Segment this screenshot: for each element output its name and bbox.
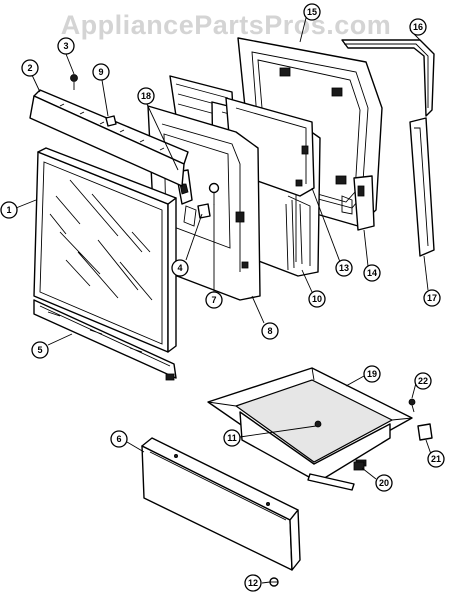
svg-text:13: 13 bbox=[339, 263, 349, 273]
screw-part-12 bbox=[269, 577, 279, 587]
watermark-text: AppliancePartsPros.com bbox=[61, 10, 392, 40]
screw-part-11 bbox=[314, 420, 322, 428]
side-gasket-part-17 bbox=[409, 117, 435, 257]
svg-text:12: 12 bbox=[248, 578, 258, 588]
svg-text:20: 20 bbox=[379, 478, 389, 488]
callout-16: 16 bbox=[409, 18, 427, 36]
roller-part-20 bbox=[353, 461, 365, 471]
svg-text:4: 4 bbox=[177, 263, 182, 273]
svg-text:14: 14 bbox=[367, 268, 377, 278]
callout-9: 9 bbox=[92, 63, 110, 81]
outer-door-panel-part-1 bbox=[33, 147, 177, 353]
svg-text:9: 9 bbox=[98, 67, 103, 77]
drawer-pan-part-19 bbox=[207, 367, 413, 491]
svg-text:7: 7 bbox=[211, 295, 216, 305]
callout-7: 7 bbox=[205, 291, 223, 309]
callout-5: 5 bbox=[31, 341, 49, 359]
leader-lines bbox=[15, 17, 433, 584]
bottom-trim-part-5 bbox=[33, 299, 177, 381]
screw-part-3 bbox=[70, 74, 78, 90]
callout-18: 18 bbox=[137, 87, 155, 105]
callout-11: 11 bbox=[223, 429, 241, 447]
svg-text:11: 11 bbox=[227, 433, 237, 443]
callout-8: 8 bbox=[261, 322, 279, 340]
callout-21: 21 bbox=[427, 450, 445, 468]
callout-2: 2 bbox=[21, 59, 39, 77]
svg-text:8: 8 bbox=[267, 326, 272, 336]
screw-part-22 bbox=[408, 398, 416, 413]
clip-part-4 bbox=[197, 203, 211, 219]
callout-1: 1 bbox=[0, 201, 18, 219]
drawer-front-part-6 bbox=[141, 437, 301, 571]
callout-14: 14 bbox=[363, 264, 381, 282]
callout-20: 20 bbox=[375, 474, 393, 492]
svg-text:3: 3 bbox=[63, 41, 68, 51]
callout-3: 3 bbox=[57, 37, 75, 55]
svg-text:5: 5 bbox=[37, 345, 42, 355]
svg-text:15: 15 bbox=[307, 7, 317, 17]
door-gasket-part-16 bbox=[341, 39, 435, 117]
svg-text:16: 16 bbox=[413, 22, 423, 32]
screw-part-7 bbox=[208, 182, 220, 205]
svg-text:10: 10 bbox=[312, 294, 322, 304]
clip-part-9 bbox=[105, 115, 117, 127]
callout-19: 19 bbox=[363, 365, 381, 383]
latch-bracket-part-14 bbox=[341, 175, 375, 231]
callout-4: 4 bbox=[171, 259, 189, 277]
svg-text:18: 18 bbox=[141, 91, 151, 101]
svg-text:17: 17 bbox=[427, 293, 437, 303]
svg-text:22: 22 bbox=[418, 376, 428, 386]
callout-15: 15 bbox=[303, 3, 321, 21]
svg-text:2: 2 bbox=[27, 63, 32, 73]
svg-text:1: 1 bbox=[6, 205, 11, 215]
svg-text:19: 19 bbox=[367, 369, 377, 379]
svg-text:21: 21 bbox=[431, 454, 441, 464]
callout-10: 10 bbox=[308, 290, 326, 308]
callout-12: 12 bbox=[244, 574, 262, 592]
callout-13: 13 bbox=[335, 259, 353, 277]
stop-part-21 bbox=[417, 423, 433, 441]
callout-6: 6 bbox=[110, 430, 128, 448]
door-top-trim-part-2 bbox=[29, 89, 189, 187]
svg-text:6: 6 bbox=[116, 434, 121, 444]
callout-22: 22 bbox=[414, 372, 432, 390]
callout-17: 17 bbox=[423, 289, 441, 307]
